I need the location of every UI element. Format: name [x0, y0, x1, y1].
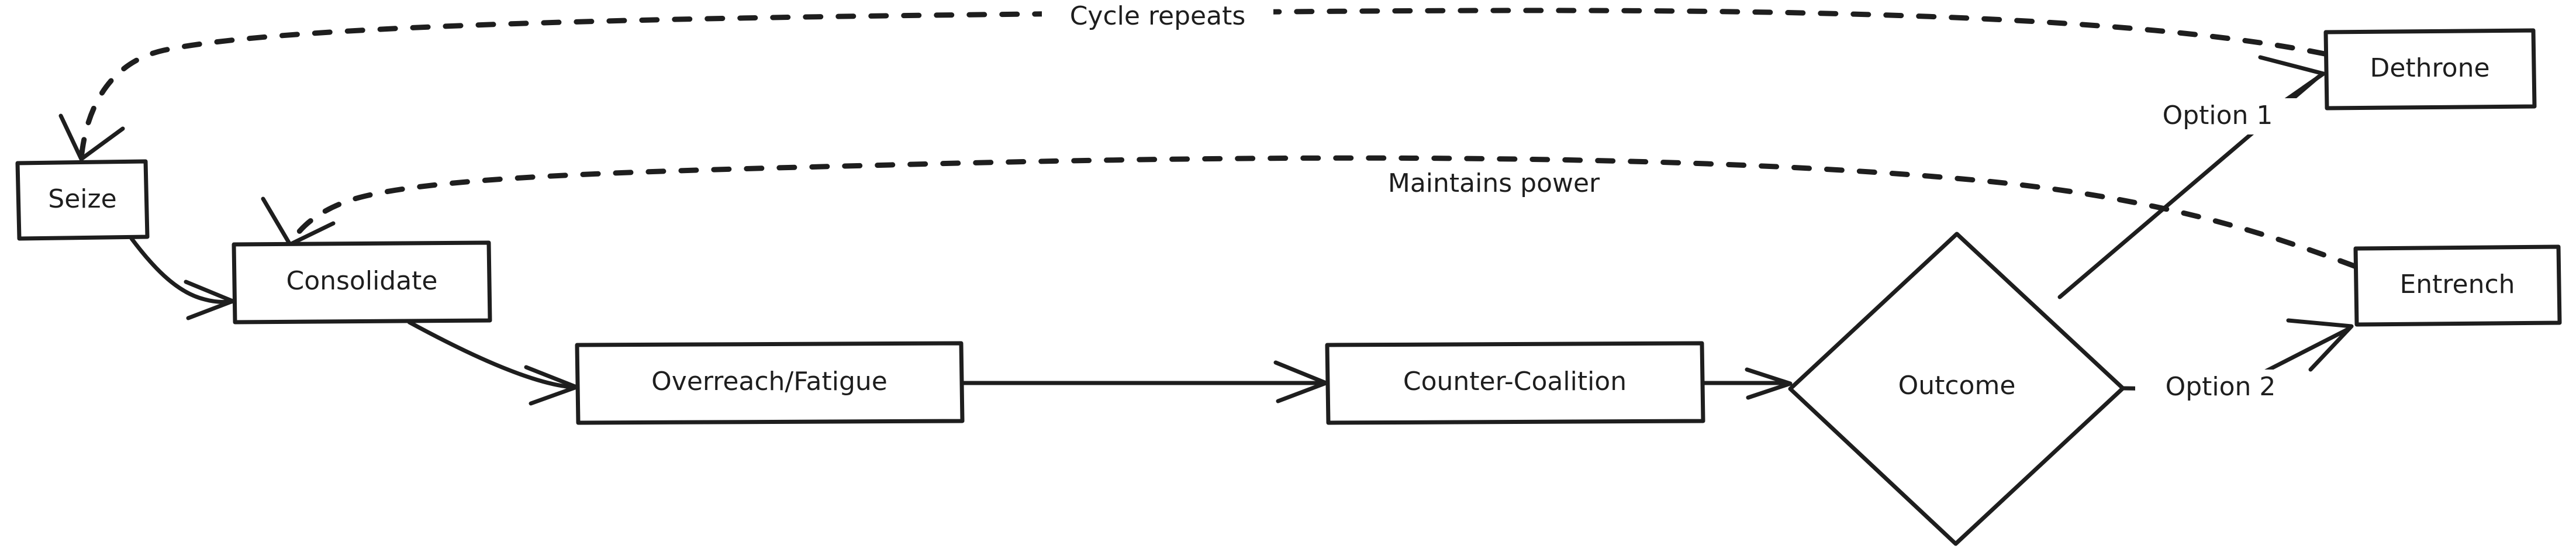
- edge-label-backdrop-maintains-power: [1362, 167, 1625, 203]
- edge-label-backdrop-option-1: [2134, 98, 2304, 134]
- node-shape-counter-coalition: [1325, 341, 1705, 425]
- edge-path-seize-consolidate: [129, 236, 234, 304]
- edge-path-cycle-repeats: [79, 8, 2328, 156]
- arrow-head-counter-outcome: [1745, 367, 1793, 400]
- edge-consolidate-to-overreach[interactable]: [407, 320, 579, 406]
- node-overreach-fatigue[interactable]: Overreach/Fatigue: [575, 341, 965, 425]
- node-dethrone[interactable]: Dethrone: [2323, 28, 2537, 111]
- node-seize[interactable]: Seize: [15, 159, 150, 241]
- arrow-head-cycle-repeats: [58, 113, 125, 161]
- node-outcome[interactable]: Outcome: [1788, 232, 2125, 546]
- edge-overreach-to-counter-coalition[interactable]: [960, 360, 1328, 403]
- edge-dethrone-to-seize[interactable]: Cycle repeats: [58, 0, 2328, 161]
- node-label-entrench: Entrench: [2399, 270, 2515, 299]
- edge-counter-coalition-to-outcome[interactable]: [1701, 367, 1793, 400]
- node-label-seize: Seize: [48, 184, 116, 214]
- arrow-head-option-2: [2286, 318, 2354, 372]
- edge-seize-to-consolidate[interactable]: [129, 236, 235, 320]
- node-counter-coalition[interactable]: Counter-Coalition: [1325, 341, 1705, 425]
- node-shape-entrench: [2353, 244, 2562, 327]
- node-label-overreach-fatigue: Overreach/Fatigue: [651, 367, 888, 396]
- node-shape-consolidate: [232, 240, 492, 325]
- node-shape-overreach-fatigue: [575, 341, 965, 425]
- edge-outcome-to-dethrone[interactable]: Option 1: [2057, 55, 2326, 299]
- edge-label-backdrop-cycle-repeats: [1042, 0, 1273, 36]
- edge-path-maintains-power: [289, 155, 2357, 269]
- node-entrench[interactable]: Entrench: [2353, 244, 2562, 327]
- edge-label-maintains-power: Maintains power: [1388, 168, 1600, 198]
- node-shape-outcome: [1788, 232, 2125, 546]
- arrow-head-maintains-power: [261, 196, 336, 247]
- node-consolidate[interactable]: Consolidate: [232, 240, 492, 325]
- node-shape-seize: [15, 159, 150, 241]
- edge-label-cycle-repeats: Cycle repeats: [1070, 1, 1246, 31]
- node-label-dethrone: Dethrone: [2370, 53, 2489, 83]
- edge-label-option-2: Option 2: [2166, 372, 2276, 402]
- node-label-counter-coalition: Counter-Coalition: [1403, 367, 1627, 396]
- edge-path-consolidate-overreach: [407, 320, 578, 389]
- edge-entrench-to-consolidate[interactable]: Maintains power: [261, 155, 2357, 269]
- edge-label-option-1: Option 1: [2163, 101, 2273, 130]
- node-label-consolidate: Consolidate: [286, 266, 437, 296]
- edge-outcome-to-entrench[interactable]: Option 2: [2122, 318, 2354, 406]
- node-label-outcome: Outcome: [1898, 371, 2016, 401]
- arrow-head-option-1: [2258, 55, 2326, 111]
- edge-label-backdrop-option-2: [2135, 370, 2305, 406]
- node-shape-dethrone: [2323, 28, 2537, 111]
